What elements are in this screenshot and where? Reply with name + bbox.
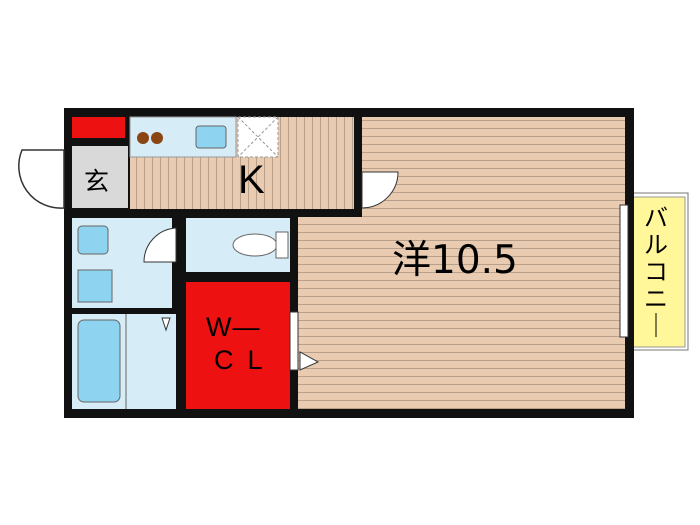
shoe-box xyxy=(72,117,125,138)
balcony-label: バルコニ｜ xyxy=(641,205,671,340)
washing-machine xyxy=(77,269,113,303)
bathtub xyxy=(77,319,121,403)
wash-basin xyxy=(77,225,109,255)
balcony-window xyxy=(619,204,629,338)
kitchen-sink xyxy=(195,125,227,149)
balcony-label-char: ニ xyxy=(644,285,668,313)
balcony-label-char: コ xyxy=(644,258,668,286)
western-room-label: 洋10.5 xyxy=(392,238,518,283)
closet-door-arrow xyxy=(299,351,320,371)
balcony-label-char: ル xyxy=(644,231,668,259)
fridge-cross-1 xyxy=(237,116,279,158)
western-room-lower xyxy=(298,217,368,409)
toilet-tank xyxy=(275,231,289,259)
western-room xyxy=(362,117,625,409)
genkan-area xyxy=(72,146,128,208)
closet-door xyxy=(289,311,299,371)
balcony-label-char: バ xyxy=(644,204,668,232)
western-room-door xyxy=(361,171,399,209)
stove-burner-left xyxy=(137,132,149,144)
walk-in-closet xyxy=(186,282,290,409)
bath-door-arrow xyxy=(161,317,171,332)
balcony-fill xyxy=(632,196,686,348)
stove-burner-right xyxy=(151,132,163,144)
entrance-door xyxy=(18,149,65,209)
fridge-cross-2 xyxy=(237,116,279,158)
balcony-label-char: ｜ xyxy=(644,312,668,340)
kitchen-label: K xyxy=(238,158,265,202)
genkan-label: 玄 xyxy=(84,167,110,196)
toilet-bowl xyxy=(232,233,278,257)
closet-label-line2: CL xyxy=(214,345,277,375)
washroom-door xyxy=(143,227,177,263)
fridge-space xyxy=(237,116,279,158)
closet-label-line1: W— xyxy=(206,312,261,342)
